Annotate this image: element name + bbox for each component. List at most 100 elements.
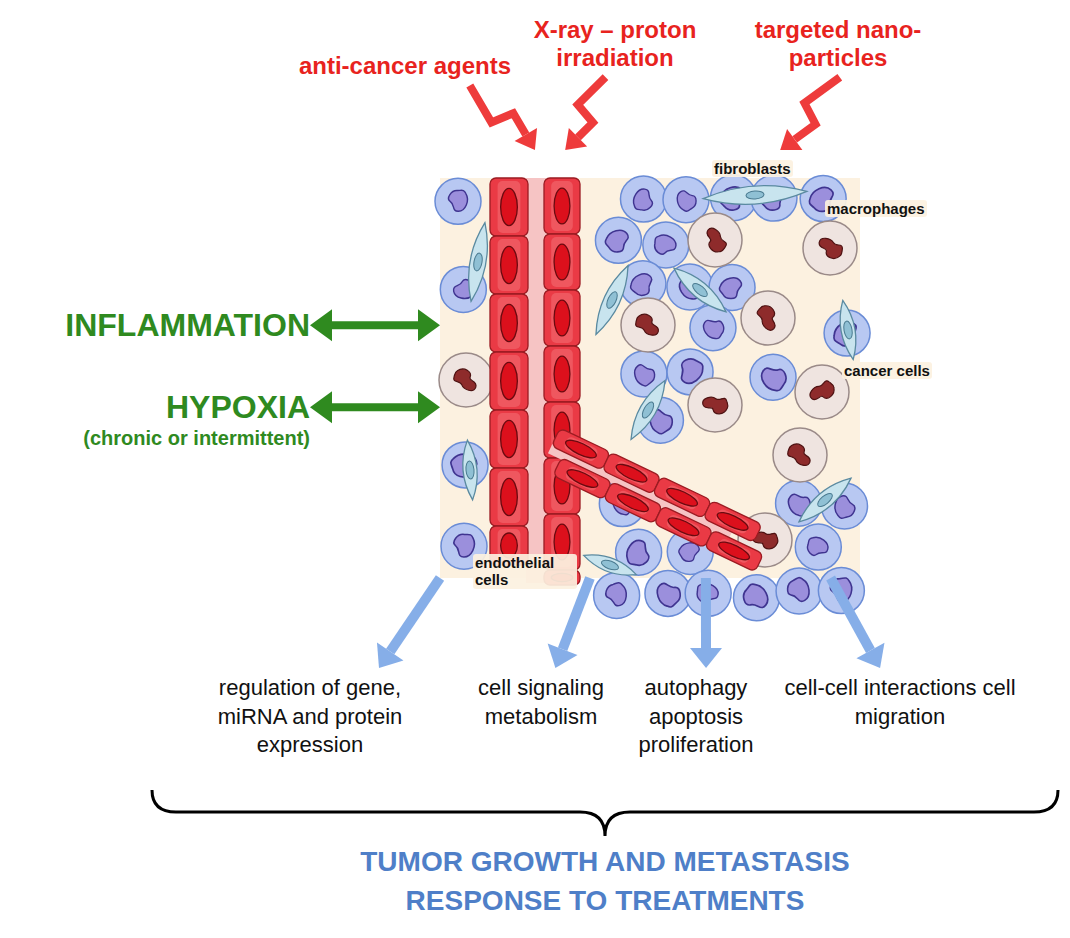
macrophage-body (773, 428, 827, 482)
endothelial-cell-body (544, 570, 580, 585)
lightning-arrow (578, 77, 606, 137)
condition-note: (chronic or intermittent) (10, 426, 310, 450)
macrophage-nucleus (453, 369, 476, 391)
macrophage (741, 291, 795, 345)
outcome-text: cell signaling metabolism (461, 668, 621, 731)
cell-type-label: endothelial cells (473, 554, 577, 589)
macrophage-body (688, 378, 742, 432)
outcome-text-text: autophagy apoptosis proliferation (621, 674, 771, 760)
cancer-cell-nucleus (605, 582, 626, 606)
endothelial-cell-body (544, 514, 580, 570)
fibroblast-nucleus (816, 491, 835, 509)
macrophage-nucleus (702, 227, 730, 255)
endothelial-cell-shade (551, 237, 573, 287)
outcome-text-text: cell-cell interactions cell migration (780, 674, 1020, 731)
cancer-cell (441, 523, 487, 569)
cell-type-label: macrophages (825, 200, 927, 217)
cell-type-label: fibroblasts (712, 160, 793, 177)
endothelial-cell (704, 530, 763, 572)
cancer-cell-nucleus (785, 576, 811, 604)
blood-vessel (490, 178, 775, 585)
macrophage (795, 365, 849, 419)
endothelial-cell (490, 236, 528, 294)
cancer-cell (595, 217, 641, 263)
treatment-label: anti-cancer agents (285, 52, 525, 80)
endothelial-cell-shade (714, 508, 750, 535)
cancer-cell-body (441, 523, 487, 569)
double-arrow (332, 403, 418, 411)
endothelial-nucleus (664, 485, 699, 510)
endothelial-nucleus (615, 490, 650, 515)
endothelial-cell-body (490, 352, 528, 410)
endothelial-cell (490, 526, 528, 565)
cancer-cell-nucleus (450, 531, 477, 560)
treatment-label-text: targeted nano-particles (748, 16, 928, 71)
vessel-lumen (548, 444, 733, 539)
cancer-cell-body (750, 354, 796, 400)
macrophage-nucleus (752, 303, 782, 332)
treatment-label: X-ray – proton irradiation (520, 16, 710, 71)
fibroblast-nucleus (746, 190, 765, 199)
endothelial-cell-body (544, 346, 580, 402)
macrophage (773, 428, 827, 482)
condition-label-text: INFLAMMATION (10, 306, 310, 344)
endothelial-cell (544, 234, 580, 290)
outcome-text: regulation of gene, miRNA and protein ex… (195, 668, 425, 760)
treatment-label-text: X-ray – proton irradiation (520, 16, 710, 71)
macrophage-body (795, 365, 849, 419)
endothelial-cell-shade (551, 573, 573, 582)
fibroblast-nucleus (600, 558, 620, 572)
endothelial-cell (544, 570, 580, 585)
cancer-cell (733, 575, 779, 621)
condition-label: INFLAMMATION (10, 306, 310, 344)
cancer-cell-body (733, 575, 779, 621)
cancer-cell (776, 568, 822, 614)
endothelial-cell-shade (498, 297, 521, 349)
cancer-cell-nucleus (603, 227, 633, 255)
lightning-arrow (795, 77, 840, 139)
cancer-cell-nucleus (717, 275, 745, 302)
cancer-cell (620, 176, 666, 222)
double-arrow (332, 321, 418, 329)
endothelial-cell-shade (551, 349, 573, 399)
outcome-arrow (701, 578, 711, 648)
endothelial-cell-body (490, 526, 528, 565)
endothelial-cell (490, 294, 528, 352)
endothelial-nucleus (554, 524, 570, 560)
fibroblast-nucleus (640, 400, 656, 420)
cancer-cell-nucleus (632, 361, 658, 388)
endothelial-cell (654, 506, 713, 548)
fibroblast-nucleus (465, 461, 475, 480)
fibroblast-body (460, 440, 479, 501)
endothelial-cell (490, 468, 528, 526)
endothelial-cell-shade (498, 413, 521, 465)
endothelial-cell-body (490, 236, 528, 294)
fibroblast (460, 440, 479, 501)
treatment-label-text: anti-cancer agents (285, 52, 525, 80)
fibroblast (669, 262, 731, 318)
endothelial-cell-body (544, 234, 580, 290)
cancer-cell-nucleus (623, 537, 655, 570)
endothelial-nucleus (501, 362, 518, 399)
macrophage (688, 213, 742, 267)
endothelial-nucleus (565, 466, 600, 491)
outcome-arrow (831, 578, 871, 650)
fibroblast-body (581, 549, 638, 581)
endothelial-cell (490, 178, 528, 236)
cell-type-label: cancer cells (842, 362, 932, 379)
endothelial-nucleus (501, 533, 518, 558)
endothelial-cell-shade (498, 529, 521, 562)
endothelial-nucleus (715, 509, 750, 534)
curly-bracket (152, 790, 1058, 836)
endothelial-cell-shade (498, 181, 521, 233)
cancer-cell-body (690, 305, 736, 351)
endothelial-cell (544, 178, 580, 234)
cancer-cell-nucleus (739, 580, 772, 614)
cancer-cell-nucleus (757, 361, 791, 395)
outcome-arrow (390, 578, 440, 651)
endothelial-nucleus (501, 304, 518, 341)
cancer-cell-nucleus (651, 232, 679, 258)
